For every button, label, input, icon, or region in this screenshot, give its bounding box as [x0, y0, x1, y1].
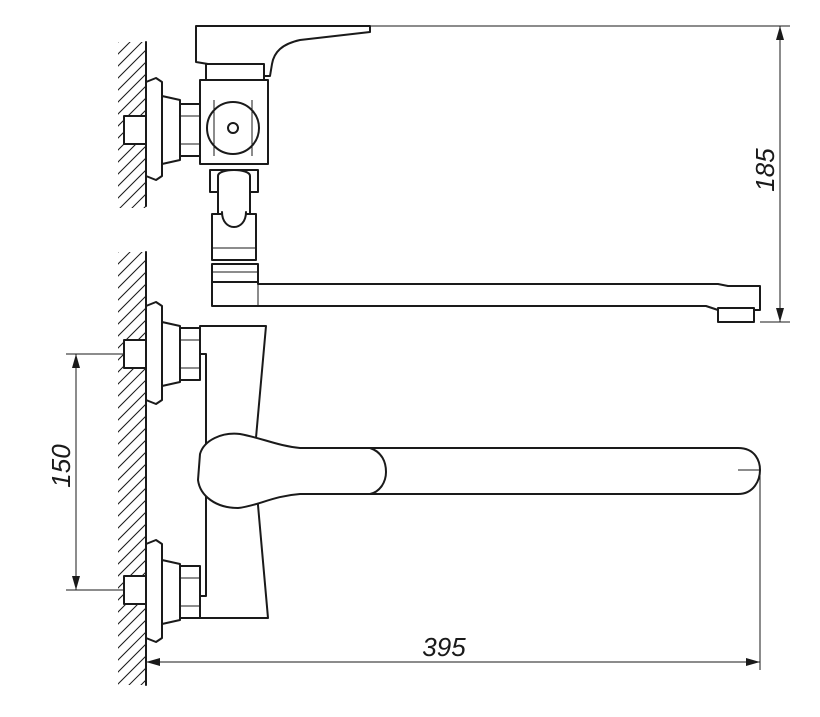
diverter-side: [209, 169, 259, 283]
dimension-185: 185: [370, 25, 790, 323]
cartridge-inner-circle: [227, 122, 239, 134]
dimension-label-185: 185: [750, 148, 780, 192]
lower-eccentric: [123, 539, 201, 643]
spout-front: [369, 447, 761, 495]
mixer-handle-front: [197, 432, 387, 509]
wall-flange-top: [123, 77, 201, 181]
spout-side: [211, 281, 761, 311]
dimension-label-395: 395: [422, 632, 466, 662]
aerator-side: [717, 307, 755, 323]
upper-eccentric: [123, 301, 201, 405]
dimension-150: 150: [46, 353, 124, 591]
wall-hatching-bottom: [118, 252, 146, 685]
side-view: [118, 25, 761, 323]
dimension-395: 395: [146, 470, 761, 670]
front-view: [118, 251, 761, 686]
dimension-label-150: 150: [46, 444, 76, 488]
